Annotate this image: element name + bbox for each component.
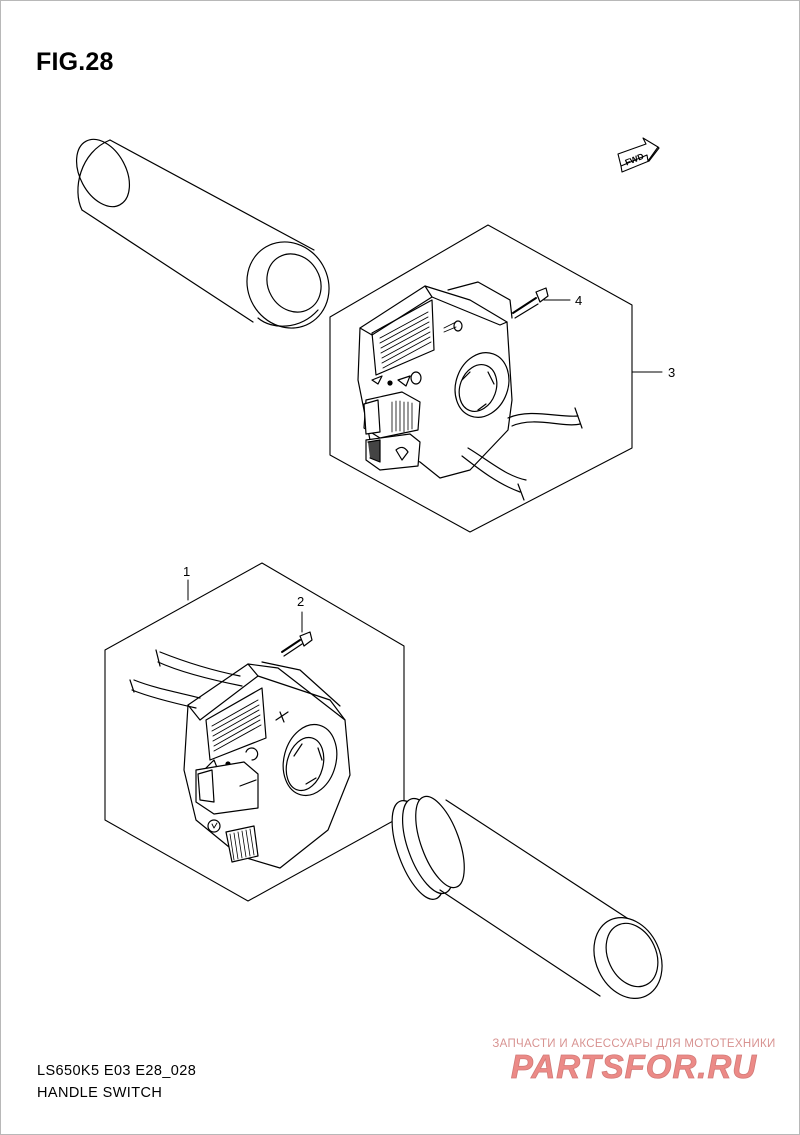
callout-1: 1	[183, 564, 190, 579]
assembly-box-3	[329, 224, 633, 533]
callout-leaders	[187, 299, 663, 633]
fwd-direction-badge: FWD	[617, 137, 660, 173]
right-handle-switch-housing	[357, 281, 583, 501]
callout-4: 4	[575, 293, 582, 308]
watermark-logo: PARTSFOR.RU	[510, 1048, 758, 1085]
model-code: LS650K5 E03 E28_028	[37, 1063, 197, 1079]
left-handlebar-grip	[75, 138, 330, 329]
callout-3: 3	[668, 365, 675, 380]
section-name: HANDLE SWITCH	[37, 1085, 163, 1101]
figure-title: FIG.28	[36, 48, 114, 76]
callout-2: 2	[297, 594, 304, 609]
right-handlebar-grip	[391, 795, 663, 999]
left-handle-switch-housing	[129, 631, 351, 869]
watermark: ЗАПЧАСТИ И АКСЕССУАРЫ ДЛЯ МОТОТЕХНИКИ PA…	[486, 1038, 782, 1084]
watermark-subtitle: ЗАПЧАСТИ И АКСЕССУАРЫ ДЛЯ МОТОТЕХНИКИ	[492, 1038, 776, 1050]
